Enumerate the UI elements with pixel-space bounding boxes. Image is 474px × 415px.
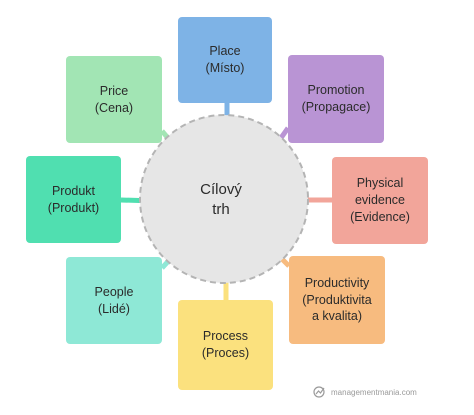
target-market-circle (139, 114, 309, 284)
produkt-label: Produkt (Produkt) (47, 183, 100, 215)
promotion-label: Promotion (Propagace) (301, 83, 371, 114)
target-market-label: Cílový trh (200, 181, 242, 219)
people-box: People (Lidé) (66, 257, 162, 344)
physical-evidence-label: Physical evidence (Evidence) (350, 176, 410, 224)
price-box: Price (Cena) (66, 56, 162, 143)
watermark-text: managementmania.com (331, 387, 417, 397)
place-label: Place (Místo) (205, 44, 245, 75)
process-label: Process (Proces) (201, 329, 250, 360)
place-box: Place (Místo) (178, 17, 272, 103)
people-label: People (Lidé) (94, 284, 134, 316)
productivity-label: Productivity (Produktivita a kvalita) (302, 275, 372, 324)
produkt-box: Produkt (Produkt) (26, 156, 121, 243)
process-box: Process (Proces) (178, 300, 273, 390)
productivity-box: Productivity (Produktivita a kvalita) (289, 256, 385, 344)
managementmania-logo-icon (313, 386, 325, 398)
watermark: managementmania.com (313, 386, 417, 398)
promotion-box: Promotion (Propagace) (288, 55, 384, 143)
physical-evidence-box: Physical evidence (Evidence) (332, 157, 428, 244)
price-label: Price (Cena) (94, 83, 134, 115)
